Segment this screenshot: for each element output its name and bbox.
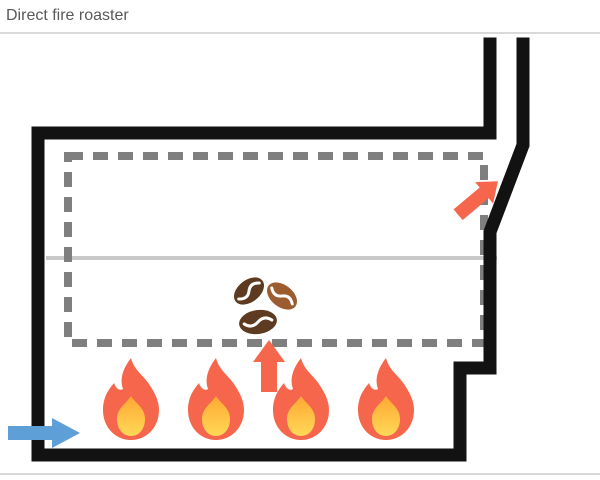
- roasting-drum: [64, 152, 488, 347]
- coffee-bean-icon: [239, 309, 277, 335]
- bean-crease: [237, 281, 261, 301]
- coffee-bean-icon: [233, 277, 265, 305]
- hot-air-arrow-icon: [253, 340, 285, 392]
- bean-crease: [242, 316, 274, 328]
- page-title: Direct fire roaster: [6, 7, 129, 24]
- flame-icon: [103, 358, 159, 440]
- exhaust-arrow-icon: [453, 181, 498, 221]
- flame-icon: [358, 358, 414, 440]
- bean-crease: [270, 286, 294, 306]
- flame-icon: [273, 358, 329, 440]
- roaster-housing-outline: [31, 37, 530, 462]
- coffee-bean-icon: [266, 282, 298, 310]
- flame-icon: [188, 358, 244, 440]
- air-intake-arrow-icon: [8, 418, 80, 448]
